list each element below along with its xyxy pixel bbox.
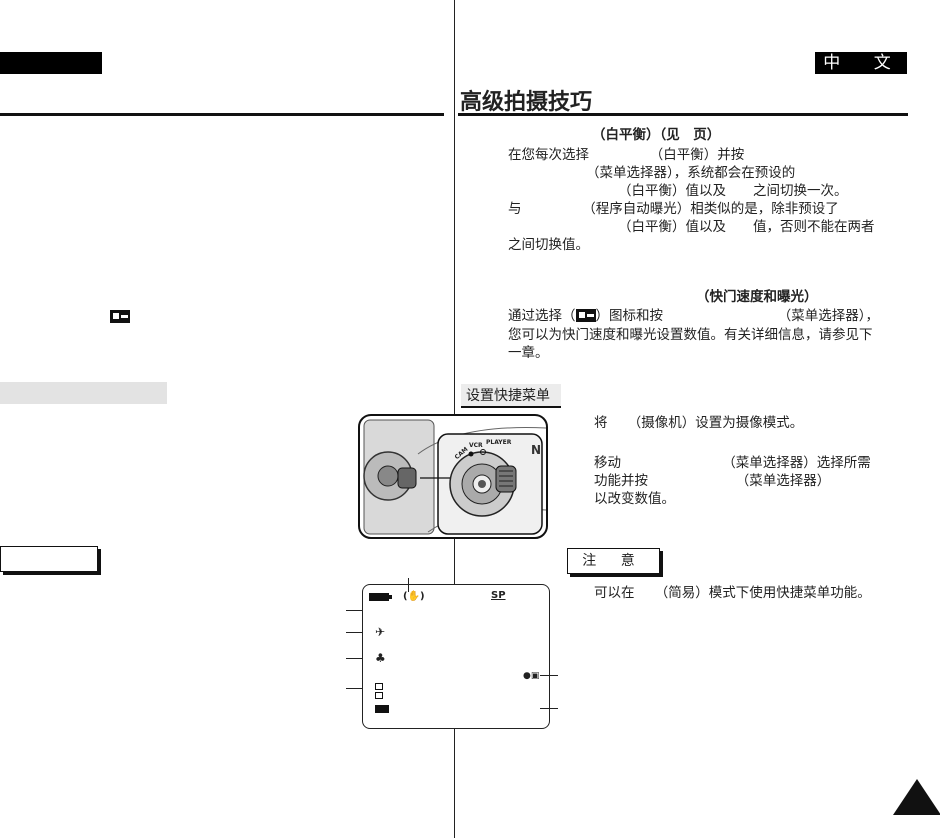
- lcd-display-diagram: (✋) SP ✈ ♣ ●▣: [362, 584, 550, 729]
- wb-line-3: （白平衡）值以及 之间切换一次。: [618, 183, 848, 199]
- shutter-line-3: 一章。: [508, 345, 549, 361]
- white-balance-heading: （白平衡）（见 页）: [592, 127, 721, 143]
- english-tab-marker: [0, 52, 102, 74]
- header-rule-right: [458, 113, 908, 116]
- camera-dial-svg: N: [358, 414, 548, 539]
- battery-tip-icon: [389, 595, 392, 599]
- wb-line-5: （白平衡）值以及 值，否则不能在两者: [618, 219, 875, 235]
- wb-line-6: 之间切换值。: [508, 237, 589, 253]
- left-note-box: [0, 546, 98, 572]
- camera-menu-icon: [110, 310, 130, 323]
- leader-line-right-2: [540, 708, 558, 709]
- focus-icon: ●▣: [523, 671, 540, 681]
- step-2-line-1: 移动 （菜单选择器）选择所需: [594, 455, 871, 471]
- sp-mode-label: SP: [491, 590, 506, 601]
- camera-menu-icon: [375, 705, 389, 713]
- program-ae-icon: ✈: [375, 625, 386, 639]
- dis-icon-2: [375, 692, 383, 699]
- shutter-line-1-b: ）图标和按 （菜单选择器），: [595, 308, 880, 324]
- shutter-line-1: 通过选择（ ）图标和按 （菜单选择器），: [508, 307, 879, 325]
- next-page-triangle-icon[interactable]: [893, 779, 940, 815]
- leader-line-4: [346, 688, 362, 689]
- header-rule-left: [0, 113, 444, 116]
- step-1-text: 将 （摄像机）设置为摄像模式。: [594, 415, 804, 431]
- left-menu-icon: [110, 306, 130, 325]
- wb-line-1: 在您每次选择 （白平衡）并按: [508, 147, 745, 163]
- camera-menu-icon: [575, 309, 596, 322]
- page-title: 高级拍摄技巧: [460, 90, 593, 115]
- dial-vcr-label: VCR: [469, 442, 483, 449]
- leader-line-2: [346, 632, 362, 633]
- shutter-heading: （快门速度和曝光）: [696, 289, 818, 305]
- wb-line-2: （菜单选择器），系统都会在预设的: [586, 165, 796, 181]
- camera-dial-illustration: N CAM VCR PLAYER: [358, 414, 548, 539]
- shutter-line-2: 您可以为快门速度和曝光设置数值。有关详细信息，请参见下: [508, 327, 873, 343]
- white-balance-icon: ♣: [375, 651, 386, 665]
- dial-player-label: PLAYER: [486, 439, 512, 446]
- shutter-line-1-a: 通过选择（: [508, 308, 576, 324]
- quick-menu-section-title: 设置快捷菜单: [461, 384, 561, 408]
- note-title: 注 意: [567, 548, 660, 574]
- svg-text:N: N: [531, 443, 541, 457]
- left-section-bar: [0, 382, 167, 404]
- wb-line-4: 与 （程序自动曝光）相类似的是，除非预设了: [508, 201, 839, 217]
- step-2-line-3: 以改变数值。: [594, 491, 675, 507]
- stabilizer-icon: (✋): [403, 591, 425, 602]
- leader-line-right-1: [540, 675, 558, 676]
- battery-icon: [369, 593, 389, 601]
- dis-icon-1: [375, 683, 383, 690]
- leader-line-top: [408, 578, 409, 592]
- leader-line-3: [346, 658, 362, 659]
- step-2-line-2: 功能并按 （菜单选择器）: [594, 473, 831, 489]
- note-text: 可以在 （简易）模式下使用快捷菜单功能。: [594, 585, 871, 601]
- leader-line-1: [346, 610, 362, 611]
- language-tab: 中 文: [815, 52, 907, 74]
